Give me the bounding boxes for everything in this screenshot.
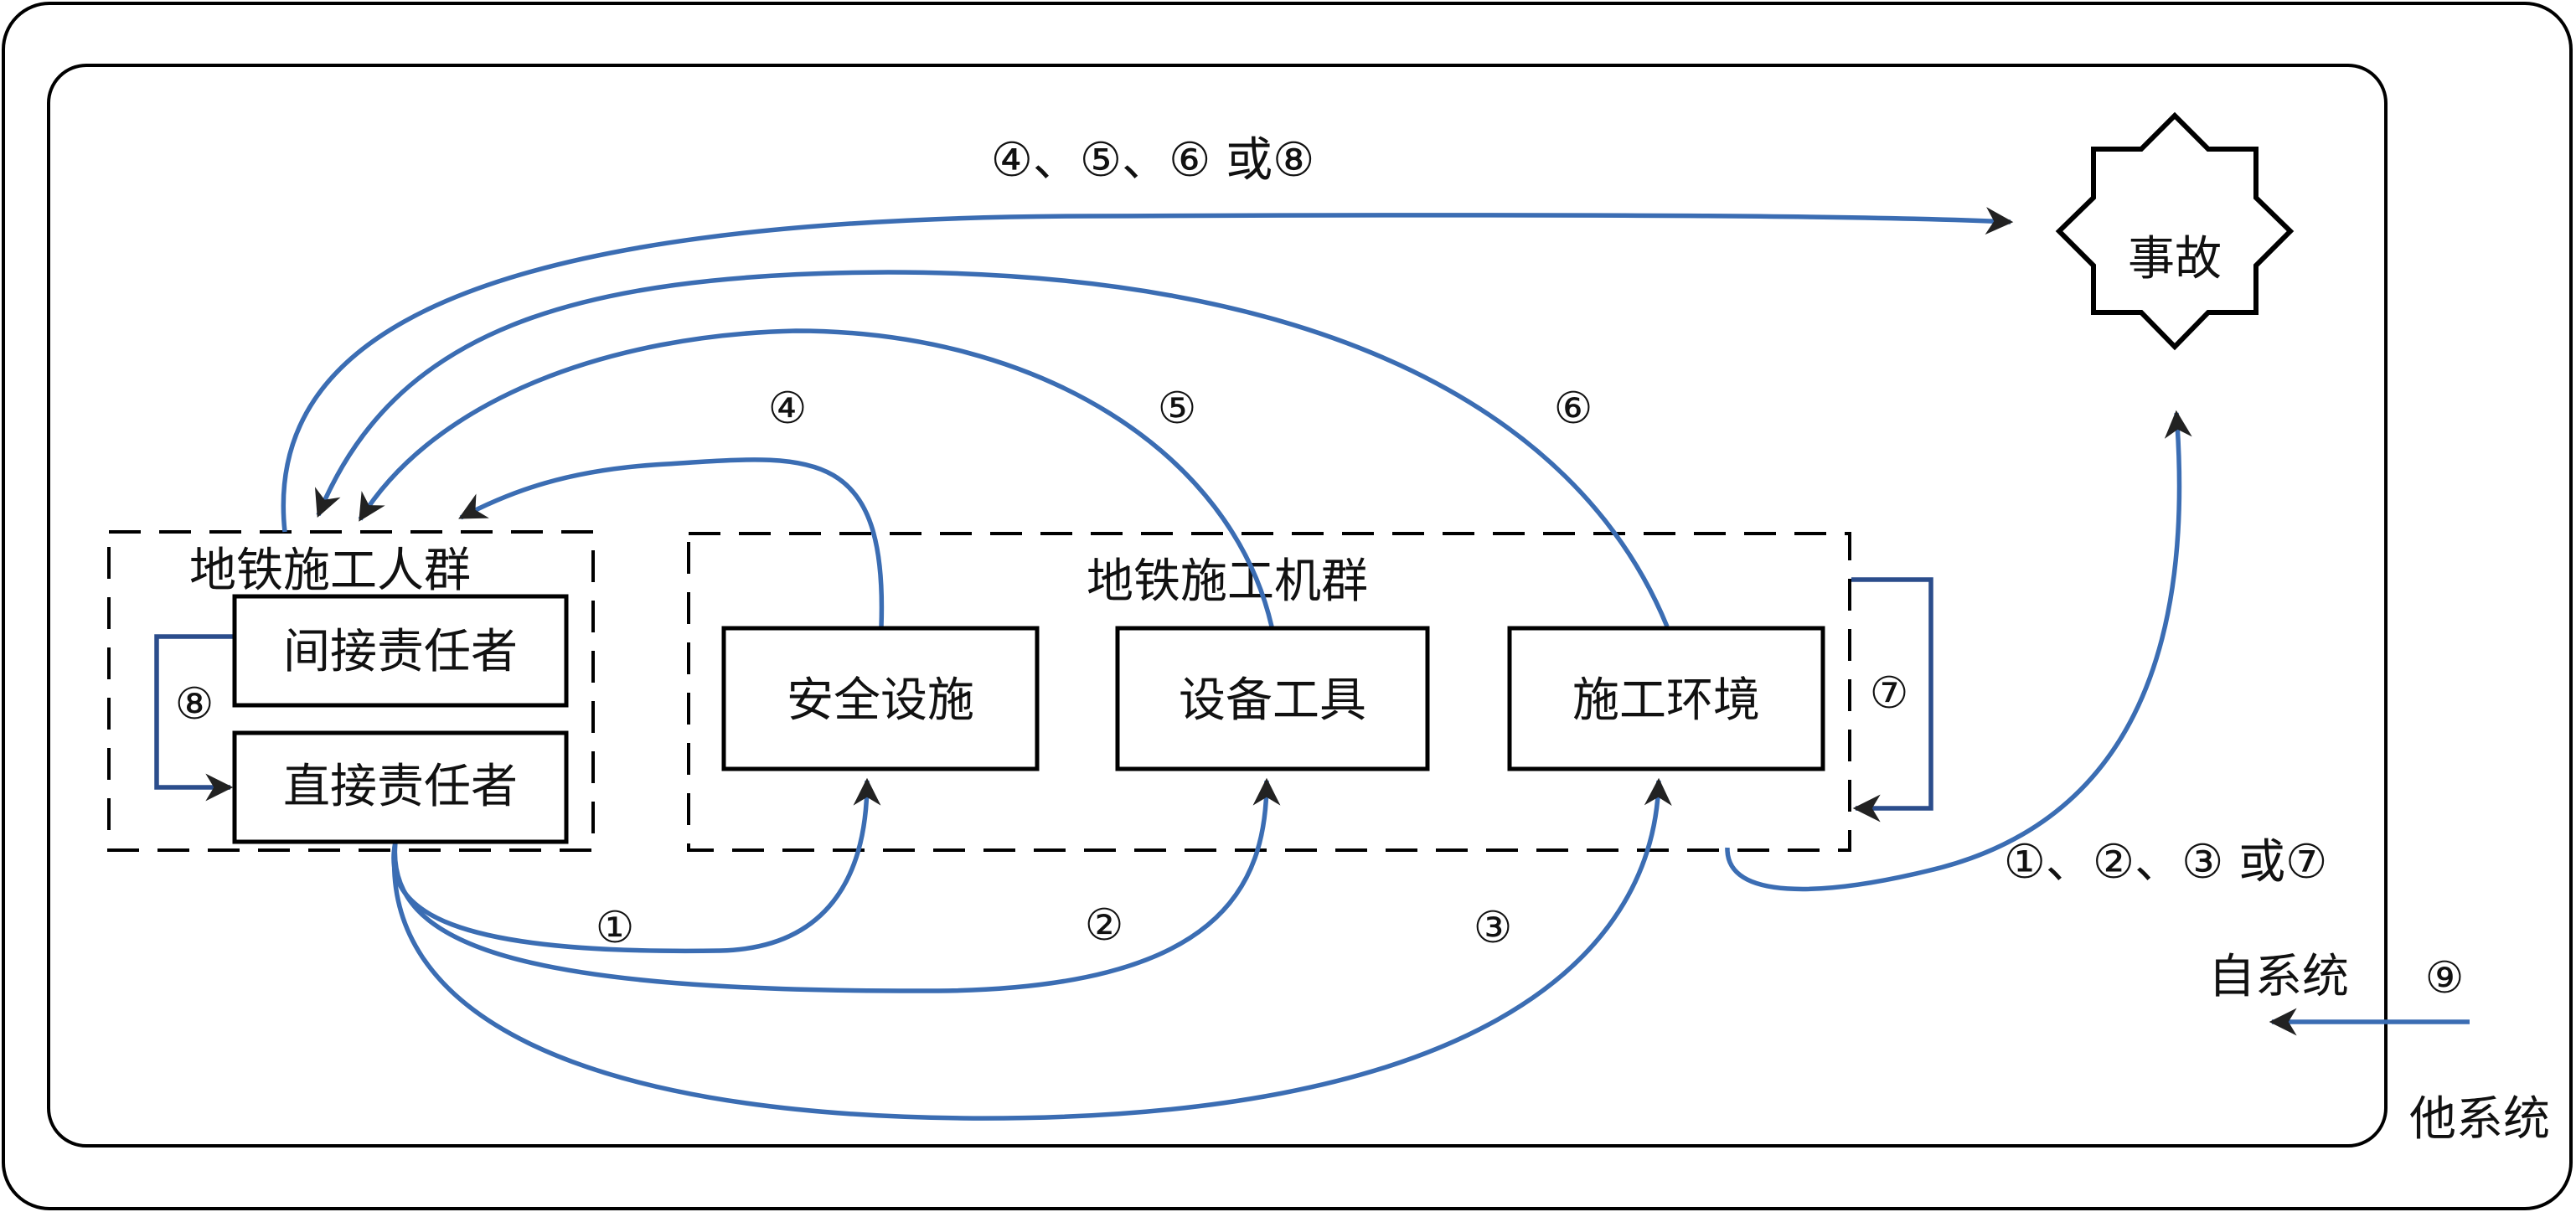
machine-label-equipment: 设备工具 (1179, 673, 1366, 728)
machine-group-title: 地铁施工机群 (1087, 554, 1368, 609)
path-marker-5: ⑤ (1158, 384, 1197, 434)
self-system-label: 自系统 (2208, 950, 2349, 1004)
flow-3 (391, 777, 1672, 1121)
machine-to-accident-label: ①、②、③ 或⑦ (2004, 835, 2328, 890)
path-marker-3: ③ (1474, 903, 1513, 953)
accident-star (2055, 111, 2295, 351)
path-marker-7: ⑦ (1870, 668, 1909, 719)
machine-box-safety (721, 626, 1040, 771)
other-system-label: 他系统 (2409, 1092, 2550, 1147)
path-marker-4: ④ (768, 384, 808, 434)
machine-group-boundary (687, 532, 1851, 852)
machine-label-environment: 施工环境 (1572, 673, 1760, 728)
path-marker-6: ⑥ (1554, 384, 1593, 434)
human-group-title: 地铁施工人群 (189, 544, 471, 598)
flow-machine-to-accident (1725, 410, 2192, 892)
direct-responsible-label: 直接责任者 (283, 760, 518, 814)
flow-5 (358, 328, 1274, 627)
flow-6 (314, 270, 1670, 628)
flow-8-loop (154, 634, 236, 802)
path-marker-2: ② (1085, 900, 1124, 951)
flow-7-loop (1851, 577, 1933, 823)
path-marker-1: ① (596, 903, 635, 953)
self-system-boundary (47, 64, 2388, 1148)
human-to-accident-label: ④、⑤、⑥ 或⑧ (991, 133, 1315, 188)
accident-label: 事故 (2128, 232, 2222, 286)
flow-4 (458, 457, 885, 627)
direct-responsible-box (232, 730, 569, 844)
flow-2 (392, 777, 1281, 993)
machine-box-environment (1507, 626, 1825, 771)
machine-label-safety: 安全设施 (787, 673, 974, 728)
indirect-responsible-box (232, 594, 569, 708)
machine-box-equipment (1115, 626, 1430, 771)
indirect-responsible-label: 间接责任者 (283, 625, 518, 679)
flow-human-to-accident (281, 207, 2014, 533)
self-system-marker: ⑨ (2425, 953, 2465, 1003)
path-marker-8: ⑧ (175, 679, 214, 730)
